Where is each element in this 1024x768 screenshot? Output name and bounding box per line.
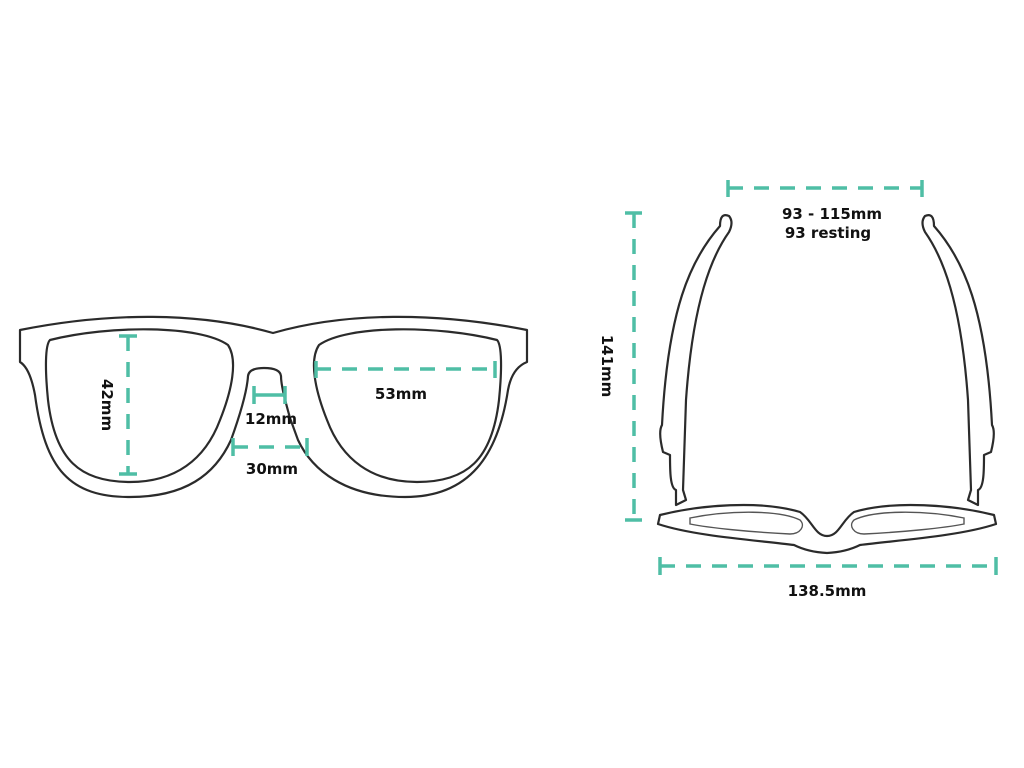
right-lens-top — [850, 511, 965, 535]
label-temple-spread: 93 - 115mm — [782, 205, 882, 223]
left-temple-outline — [659, 214, 733, 507]
front-view-glasses — [18, 315, 529, 499]
front-frame-outline — [18, 315, 529, 499]
label-temple-resting: 93 resting — [785, 224, 871, 242]
label-temple-length: 141mm — [598, 335, 616, 398]
dimension-nose — [231, 438, 309, 456]
label-nose-width: 30mm — [246, 460, 298, 478]
left-lens-outline — [44, 328, 235, 484]
right-lens-outline — [312, 328, 503, 484]
dimension-temple-spread — [726, 180, 924, 197]
top-view-glasses — [656, 214, 998, 555]
dimension-temple-length — [625, 211, 642, 522]
label-bridge-width: 12mm — [245, 410, 297, 428]
front-frame-top-outline — [656, 503, 998, 555]
dimension-lens-width — [314, 361, 497, 378]
label-lens-height: 42mm — [98, 379, 116, 431]
dimension-bridge — [252, 386, 287, 404]
label-lens-width: 53mm — [375, 385, 427, 403]
label-frame-width: 138.5mm — [788, 582, 867, 600]
dimension-lens-height — [119, 334, 137, 476]
right-temple-outline — [921, 214, 995, 507]
left-lens-top — [689, 511, 804, 535]
dimension-frame-width — [658, 557, 998, 575]
